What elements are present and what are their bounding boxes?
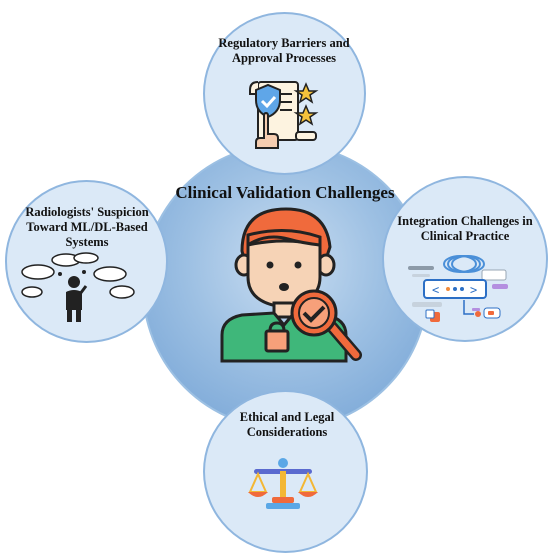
clinician-magnifier-check-icon [220,207,362,363]
center-title: Clinical Validation Challenges [175,183,395,202]
shield-document-stars-icon [249,81,319,149]
code-workflow-integration-icon: < > [408,255,508,322]
node-radiologists-label: Radiologists' Suspicion Toward ML/DL-Bas… [25,205,149,249]
svg-text:>: > [470,283,477,297]
balance-scales-icon [248,458,318,509]
svg-text:<: < [432,283,439,297]
node-ethical-label: Ethical and Legal Considerations [239,410,335,439]
node-regulatory-label: Regulatory Barriers and Approval Process… [218,36,350,65]
node-integration-label: Integration Challenges in Clinical Pract… [397,214,533,243]
doubtful-person-thought-clouds-icon [21,252,135,322]
